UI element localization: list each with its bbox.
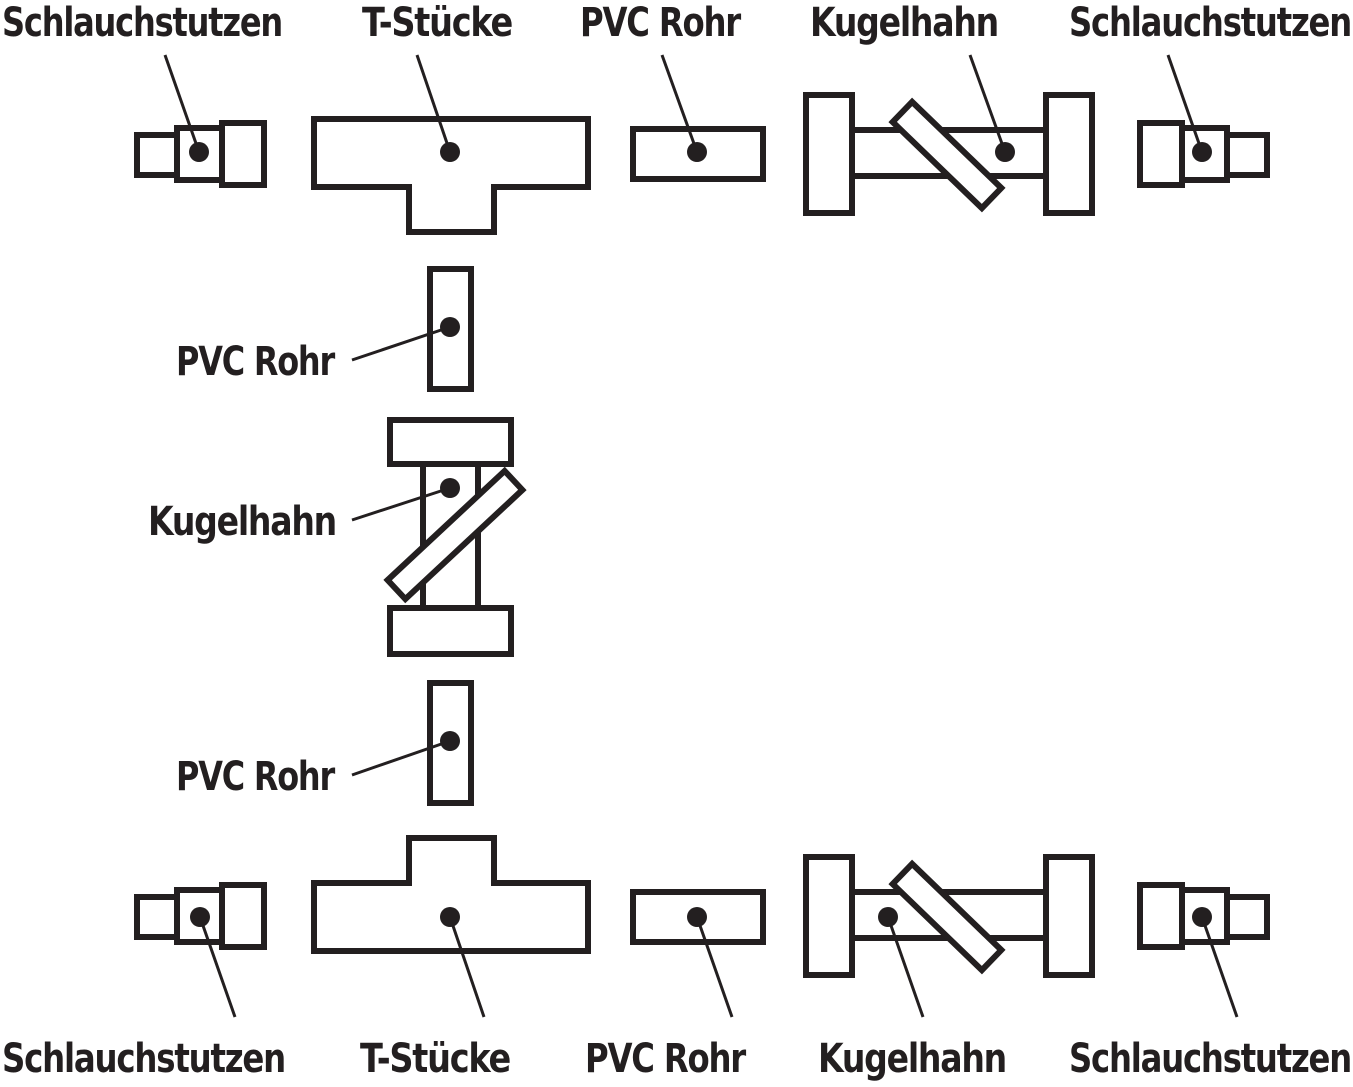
leader-line <box>886 916 925 1018</box>
reference-dot <box>995 142 1015 162</box>
reference-dot <box>687 142 707 162</box>
hose-connector-tip <box>1224 132 1270 178</box>
ball-valve-flange-right <box>1043 92 1095 216</box>
t-piece-shape <box>311 835 591 954</box>
bottom-hose-connector-right <box>1137 882 1270 950</box>
reference-dot <box>440 731 460 751</box>
label-top-t-piece: T-Stücke <box>362 0 512 46</box>
top-t-piece <box>311 116 591 235</box>
side-labels: PVC Rohr Kugelhahn PVC Rohr <box>148 339 338 800</box>
reference-dot <box>189 142 209 162</box>
reference-dots <box>189 142 1212 927</box>
reference-dot <box>1192 907 1212 927</box>
bottom-t-piece <box>311 835 591 954</box>
ball-valve-flange-left <box>803 92 855 216</box>
leader-line <box>1166 54 1204 153</box>
leader-line <box>415 54 452 153</box>
side-ball-valve <box>383 417 527 657</box>
reference-dot <box>878 907 898 927</box>
label-side-ball-valve: Kugelhahn <box>148 499 336 545</box>
leader-line <box>1200 916 1239 1018</box>
top-labels: Schlauchstutzen T-Stücke PVC Rohr Kugelh… <box>2 0 1353 46</box>
label-top-pvc-pipe: PVC Rohr <box>580 0 741 46</box>
label-side-pvc-pipe-upper: PVC Rohr <box>176 339 335 385</box>
ball-valve-flange-bottom <box>387 605 514 657</box>
hose-connector-nut <box>1137 882 1185 950</box>
bottom-labels: Schlauchstutzen T-Stücke PVC Rohr Kugelh… <box>2 1036 1353 1082</box>
bottom-hose-connector-left <box>134 882 267 950</box>
top-hose-connector-right <box>1137 120 1270 188</box>
ball-valve-flange-right <box>1043 854 1095 978</box>
leader-line <box>448 916 486 1018</box>
hose-connector-nut <box>219 882 267 950</box>
top-hose-connector-left <box>134 120 267 188</box>
label-top-hose-connector-right: Schlauchstutzen <box>1069 0 1351 46</box>
hose-connector-body <box>1179 125 1230 183</box>
label-bottom-hose-connector-right: Schlauchstutzen <box>1069 1036 1351 1082</box>
label-bottom-hose-connector-left: Schlauchstutzen <box>2 1036 285 1082</box>
ball-valve-handle <box>888 859 1006 975</box>
reference-dot <box>440 317 460 337</box>
label-bottom-t-piece: T-Stücke <box>360 1036 510 1082</box>
label-side-pvc-pipe-lower: PVC Rohr <box>176 754 335 800</box>
leader-line <box>351 486 451 522</box>
top-ball-valve <box>803 92 1095 216</box>
label-top-hose-connector-left: Schlauchstutzen <box>2 0 282 46</box>
leader-line <box>660 54 699 153</box>
hose-connector-nut <box>1137 120 1185 188</box>
hose-connector-tip <box>1224 894 1270 940</box>
leader-line <box>351 739 451 777</box>
reference-dot <box>190 907 210 927</box>
label-bottom-ball-valve: Kugelhahn <box>818 1036 1006 1082</box>
leader-line <box>351 325 451 362</box>
pvc-pipe-shape <box>427 266 474 392</box>
leader-line <box>163 54 201 153</box>
bottom-ball-valve <box>803 854 1095 978</box>
leader-lines <box>163 54 1239 1018</box>
t-piece-shape <box>311 116 591 235</box>
reference-dot <box>687 907 707 927</box>
reference-dot <box>1192 142 1212 162</box>
reference-dot <box>440 478 460 498</box>
label-top-ball-valve: Kugelhahn <box>810 0 998 46</box>
hose-connector-tip <box>134 132 180 178</box>
ball-valve-handle <box>383 466 527 604</box>
leader-line <box>968 54 1007 153</box>
leader-line <box>695 916 734 1018</box>
reference-dot <box>440 907 460 927</box>
hose-connector-nut <box>219 120 267 188</box>
side-pvc-pipe-upper <box>427 266 474 392</box>
ball-valve-flange-top <box>387 417 514 467</box>
leader-line <box>198 916 237 1018</box>
hose-connector-tip <box>134 894 180 940</box>
ball-valve-flange-left <box>803 854 855 978</box>
label-bottom-pvc-pipe: PVC Rohr <box>585 1036 746 1082</box>
ball-valve-handle <box>888 97 1006 213</box>
reference-dot <box>440 142 460 162</box>
